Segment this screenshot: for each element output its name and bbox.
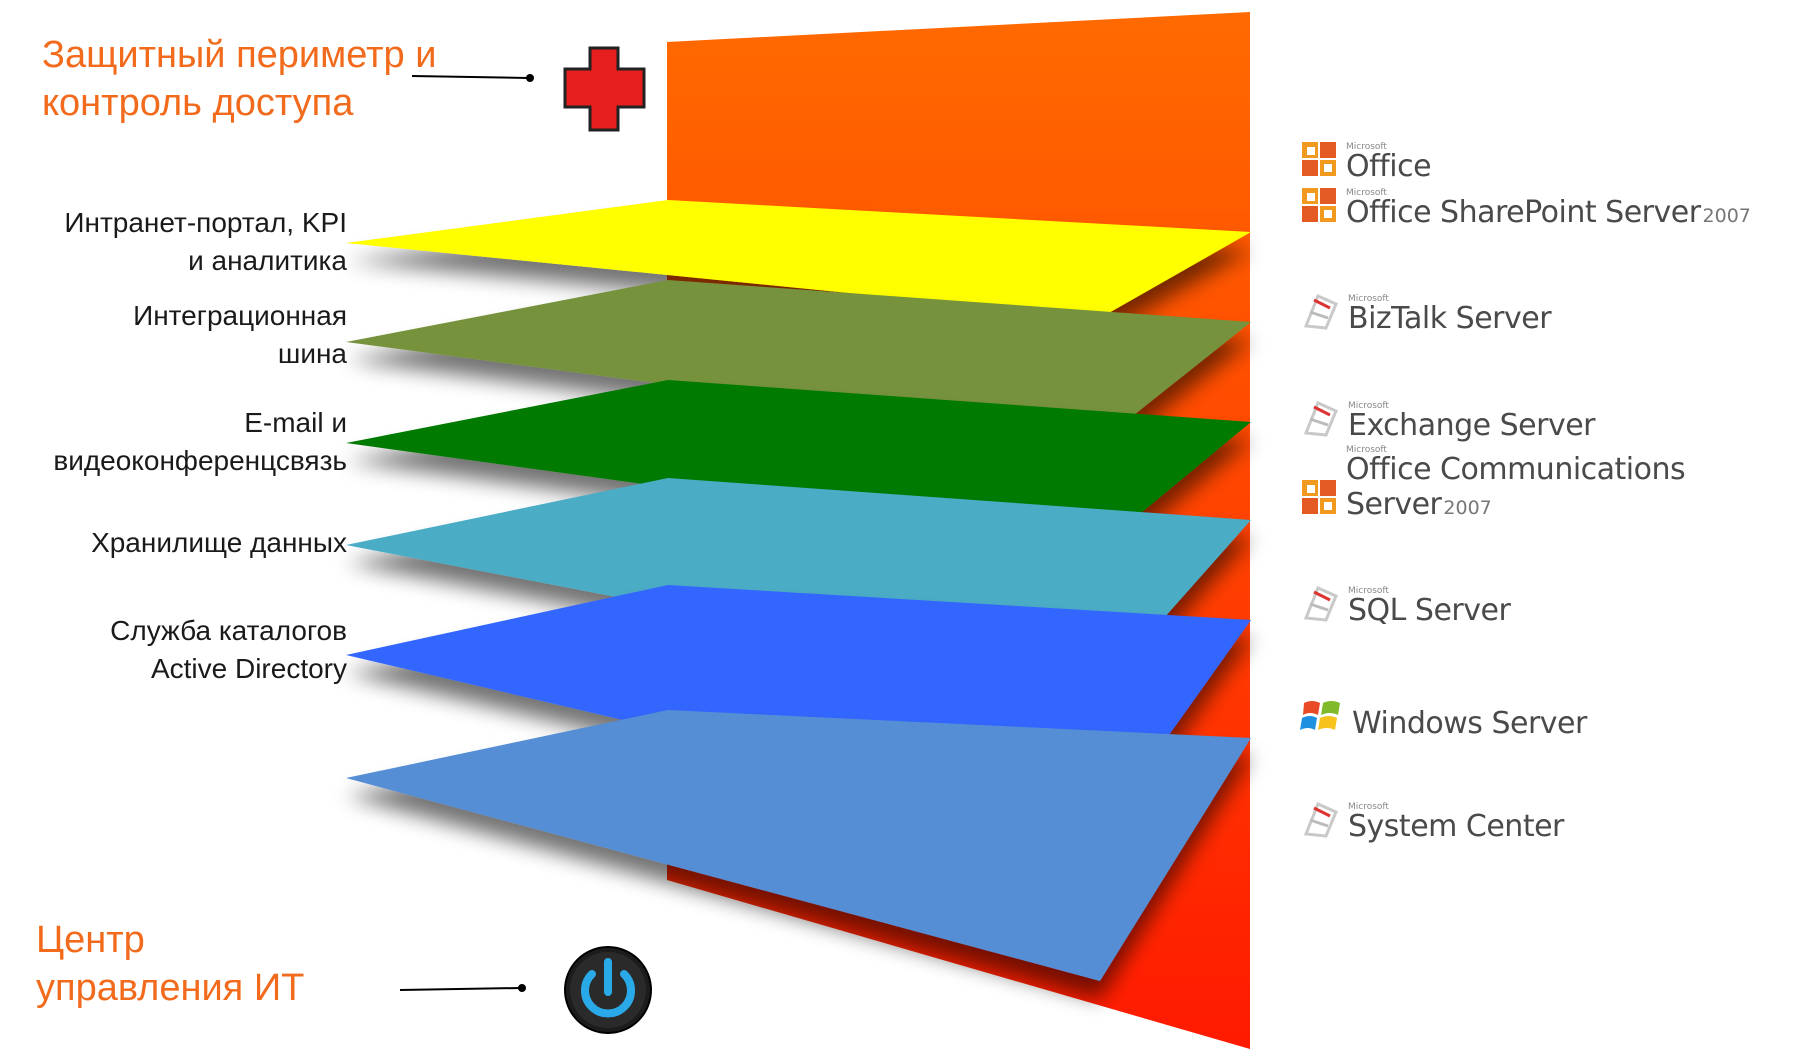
office-icon — [1300, 140, 1340, 184]
product-version: 2007 — [1702, 205, 1751, 227]
layer-label-line: Служба каталогов — [110, 615, 347, 646]
it-center-leader-dot — [518, 984, 526, 992]
microsoft-wordmark: Microsoft — [1346, 142, 1387, 152]
security-label-line-2: контроль доступа — [42, 82, 354, 124]
product-name: Exchange Server — [1348, 408, 1596, 443]
layer-label-intranet: Интранет-портал, KPI и аналитика — [64, 204, 347, 280]
security-perimeter-label: Защитный периметр и контроль доступа — [42, 31, 436, 127]
product-name-wrap: Windows Server — [1352, 706, 1587, 741]
microsoft-wordmark: Microsoft — [1348, 294, 1389, 304]
office-icon — [1300, 186, 1340, 230]
layer-label-line: шина — [277, 338, 347, 369]
layer-label-line: Хранилище данных — [91, 527, 347, 558]
layer-label-directory: Служба каталогов Active Directory — [110, 612, 347, 688]
microsoft-wordmark: Microsoft — [1348, 802, 1389, 812]
layer-label-line: Интеграционная — [133, 300, 347, 331]
security-leader-line — [411, 75, 529, 79]
layer-label-line: Active Directory — [150, 653, 347, 684]
layer-label-email: E-mail и видеоконференцсвязь — [53, 404, 347, 480]
red-cross-icon — [563, 46, 646, 132]
microsoft-wordmark: Microsoft — [1348, 586, 1389, 596]
it-center-label-line-2: управления ИТ — [36, 967, 305, 1009]
security-leader-dot — [526, 74, 534, 82]
microsoft-wordmark: Microsoft — [1348, 401, 1389, 411]
microsoft-wordmark: Microsoft — [1346, 445, 1387, 455]
server-icon — [1300, 397, 1342, 443]
layer-integration — [346, 280, 1251, 442]
windows-icon — [1300, 695, 1346, 741]
security-label-line-1: Защитный периметр и — [42, 34, 437, 76]
product-name: SQL Server — [1348, 593, 1511, 628]
layer-label-line: E-mail и — [244, 407, 347, 438]
layer-label-line: и аналитика — [188, 245, 347, 276]
it-center-label: Центр управления ИТ — [36, 916, 304, 1012]
layer-management — [346, 710, 1251, 981]
layer-label-line: Интранет-портал, KPI — [64, 207, 347, 238]
product-windows-server: Windows Server — [1300, 695, 1587, 741]
it-center-label-line-1: Центр — [36, 919, 145, 961]
power-button-icon — [564, 946, 652, 1034]
office-icon — [1300, 478, 1340, 522]
server-icon — [1300, 290, 1342, 336]
product-version: 2007 — [1443, 497, 1492, 519]
product-name: System Center — [1348, 809, 1564, 844]
layer-intranet — [346, 200, 1251, 318]
server-icon — [1300, 582, 1342, 628]
product-name: BizTalk Server — [1348, 301, 1552, 336]
it-center-leader-line — [399, 987, 521, 991]
layers-group — [346, 200, 1251, 981]
product-name: Office SharePoint Server — [1346, 195, 1701, 230]
microsoft-wordmark: Microsoft — [1346, 188, 1387, 198]
server-icon — [1300, 798, 1342, 844]
product-name: Office — [1346, 149, 1432, 184]
product-name: Windows Server — [1352, 706, 1587, 741]
product-name: Office Communications Server — [1346, 452, 1686, 522]
layer-label-integration: Интеграционная шина — [133, 297, 347, 373]
layer-label-storage: Хранилище данных — [91, 524, 347, 562]
layer-label-line: видеоконференцсвязь — [53, 445, 347, 476]
